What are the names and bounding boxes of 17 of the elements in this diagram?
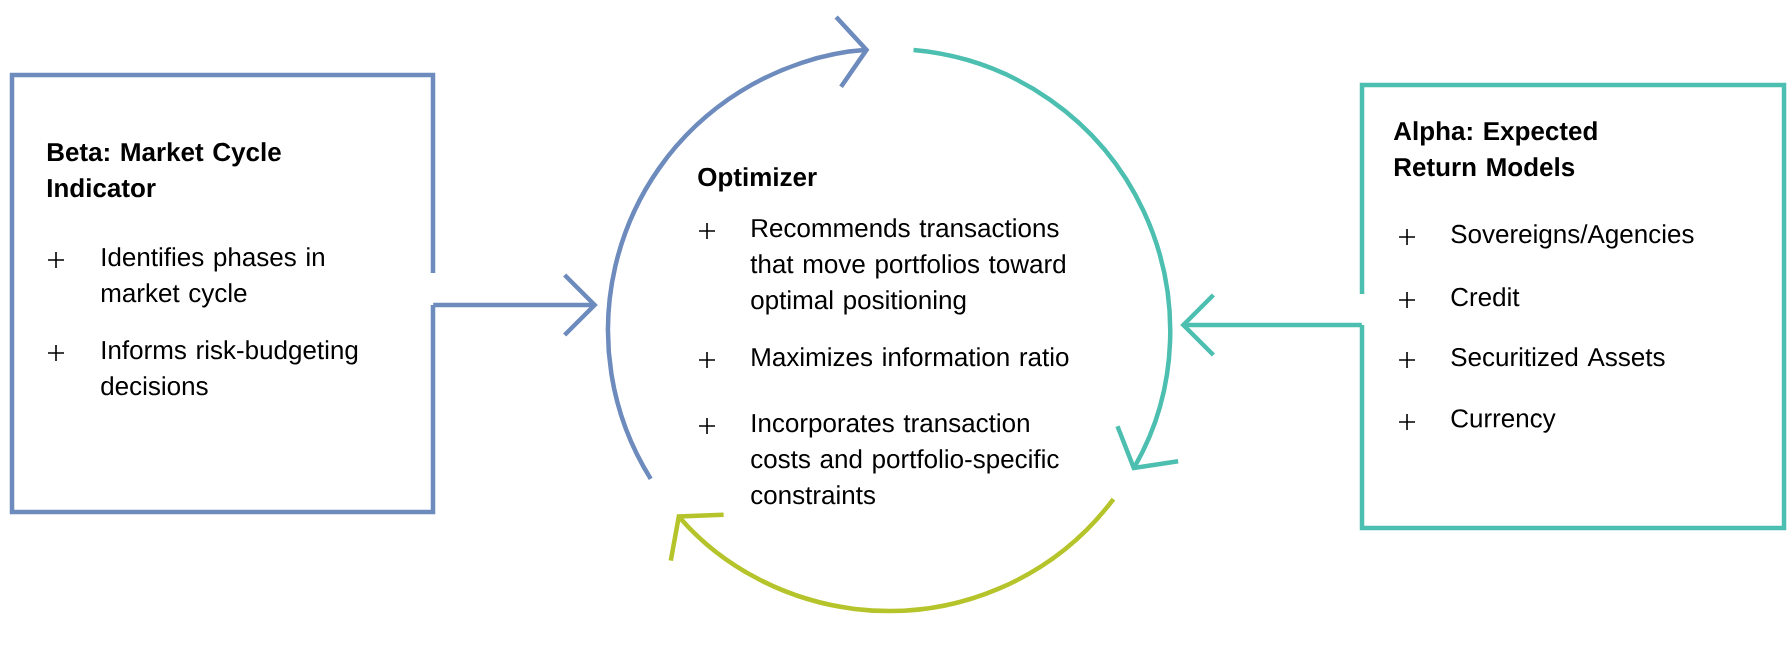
panel-box [9, 72, 436, 515]
bullet-text: Incorporates transaction costs and portfolio-specific constraints [751, 413, 1059, 505]
panel-box [1359, 82, 1787, 531]
arrow [1180, 293, 1362, 357]
bullet-text: Identifies phases in market cycle [101, 247, 324, 308]
arrow [433, 273, 598, 337]
bullet-text: Currency [1451, 409, 1556, 433]
bullet-text: Sovereigns/Agencies [1451, 224, 1694, 249]
heading: Optimizer [698, 167, 817, 192]
bullet-text: Credit [1451, 287, 1520, 307]
bullet-text: Recommends transactions that move portfolios toward optimal positioning [750, 218, 1065, 315]
cycle-diagram [605, 15, 1179, 614]
heading: Beta: Market Cycle Indicator [47, 142, 281, 198]
bullet-text: Informs risk-budgeting decisions [101, 340, 358, 396]
bullet-text: Maximizes information ratio [752, 347, 1069, 367]
bullet-text: Securitized Assets [1451, 347, 1665, 367]
heading: Alpha: Expected Return Models [1393, 121, 1597, 177]
